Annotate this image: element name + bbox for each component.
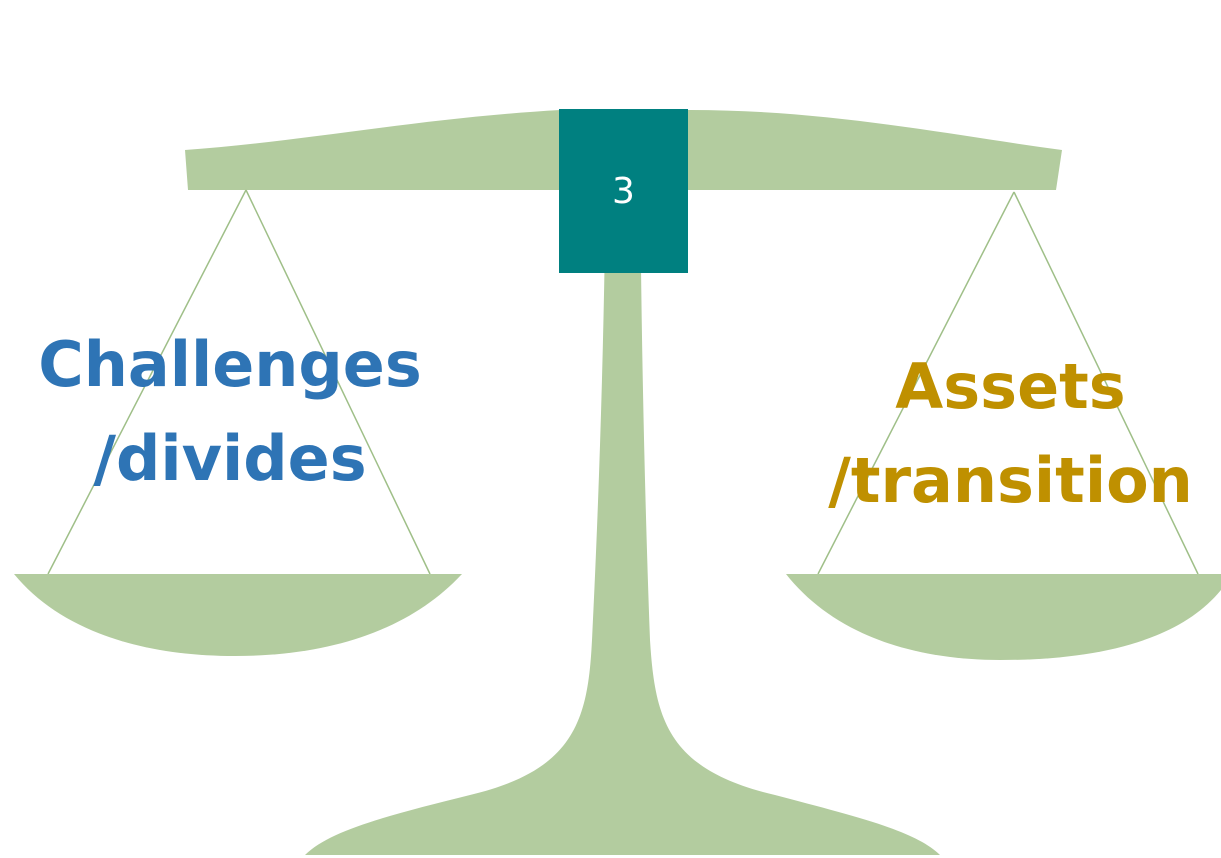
left-pan bbox=[14, 574, 462, 656]
left-pan-label-line2: /divides bbox=[93, 422, 367, 495]
left-pan-string-b bbox=[245, 189, 431, 575]
scale-pillar bbox=[305, 8, 940, 855]
right-pan-string-b bbox=[1013, 191, 1199, 575]
right-pan-label-line2: /transition bbox=[828, 444, 1193, 517]
slide-number: 3 bbox=[612, 170, 635, 212]
right-pan-string-a bbox=[817, 191, 1015, 575]
left-pan-label: Challenges /divides bbox=[20, 318, 440, 506]
left-pan-string-a bbox=[47, 189, 247, 575]
right-pan-label: Assets /transition bbox=[800, 340, 1221, 528]
left-pan-label-line1: Challenges bbox=[38, 328, 422, 401]
right-pan bbox=[786, 574, 1221, 660]
right-pan-label-line1: Assets bbox=[895, 350, 1126, 423]
slide-number-badge: 3 bbox=[559, 109, 688, 273]
